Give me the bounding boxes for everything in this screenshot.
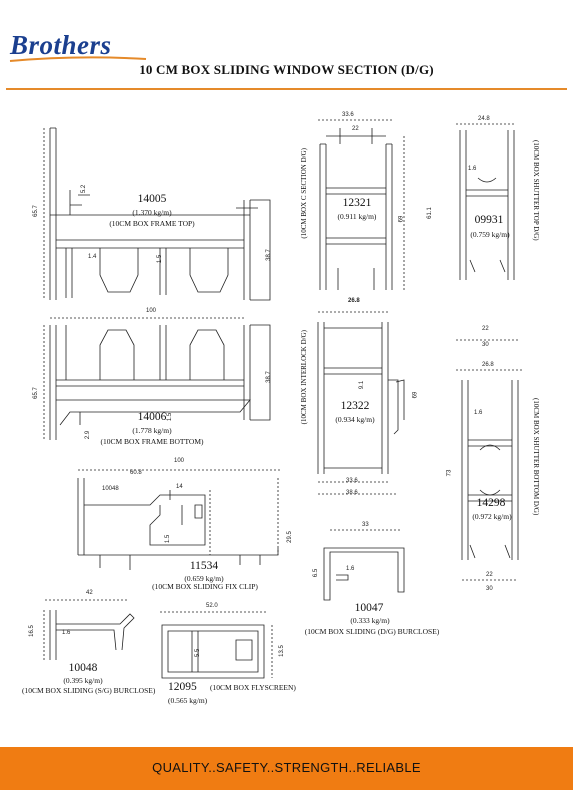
- profile-weight: (0.565 kg/m): [168, 696, 208, 705]
- dim-label: 1.6: [62, 630, 71, 636]
- brand-logo: Brothers: [10, 30, 112, 60]
- dim-label: 30: [482, 342, 489, 348]
- profile-14005-drawing: [43, 127, 271, 301]
- profile-weight: (1.370 kg/m): [132, 208, 172, 217]
- dim-label: 22: [482, 326, 489, 332]
- dim-label: 16.5: [28, 625, 35, 637]
- dim-label: 73: [446, 469, 453, 477]
- footer-banner: [0, 747, 573, 790]
- dim-label: 1.6: [468, 166, 477, 172]
- profile-name: (10CM BOX FRAME TOP): [109, 219, 195, 228]
- profile-10047-drawing: [323, 529, 405, 601]
- profile-weight: (0.972 kg/m): [472, 512, 512, 521]
- dim-label: 10048: [102, 486, 119, 492]
- dim-label: 9.1: [359, 380, 366, 390]
- dim-label: 61.1: [426, 207, 433, 219]
- profile-name: (10CM BOX SLIDING (D/G) BURCLOSE): [304, 627, 440, 636]
- dim-label: 14: [176, 484, 183, 490]
- dim-label: 1.4: [88, 254, 97, 260]
- dim-label: 33.6: [346, 478, 358, 484]
- dim-label: 13.5: [278, 645, 285, 657]
- profile-code: 12321: [342, 197, 372, 209]
- footer-tagline: QUALITY..SAFETY..STRENGTH..RELIABLE: [152, 760, 421, 775]
- page-title: 10 CM BOX SLIDING WINDOW SECTION (D/G): [139, 62, 434, 77]
- dim-label: 22: [486, 572, 493, 578]
- dim-label: 5.5: [195, 648, 202, 658]
- profile-name: (10CM BOX FRAME BOTTOM): [100, 437, 204, 446]
- dim-label: 6.5: [313, 568, 320, 578]
- dim-label: 5.2: [81, 184, 88, 194]
- profile-weight: (0.934 kg/m): [335, 415, 375, 424]
- profile-14298-drawing: [456, 369, 524, 581]
- profile-name: (10CM BOX SLIDING FIX CLIP): [152, 582, 258, 591]
- dim-label: 33.6: [342, 112, 354, 118]
- profile-code: 14005: [137, 193, 167, 205]
- logo-swoosh-icon: [9, 56, 147, 62]
- header-rule: [6, 88, 567, 90]
- profile-12321-drawing: [318, 119, 405, 290]
- profile-code: 14006: [137, 411, 167, 423]
- dim-label: 38.7: [265, 371, 272, 383]
- dim-label: 65.7: [32, 205, 39, 217]
- dim-label: 1.6: [346, 566, 355, 572]
- profile-code: 09931: [474, 214, 504, 226]
- profile-09931-drawing: [456, 123, 518, 341]
- profile-name: (10CM BOX SLIDING (S/G) BURCLOSE): [22, 686, 156, 695]
- profile-name: (10CM BOX SHUTTER TOP D/G): [532, 140, 540, 241]
- profile-code: 10048: [68, 662, 98, 674]
- dim-label: 69: [398, 215, 405, 223]
- dim-label: 22: [352, 126, 359, 132]
- dim-label: 29.5: [286, 531, 293, 543]
- profile-14006-drawing: [43, 317, 271, 440]
- profile-code: 12095: [168, 681, 197, 693]
- profile-code: 12322: [340, 400, 370, 412]
- dim-label: 42: [86, 590, 93, 596]
- profile-code: 11534: [189, 560, 219, 572]
- dim-label: 100: [174, 458, 185, 464]
- dim-label: 26.8: [482, 362, 494, 368]
- dim-label: 38.6: [346, 490, 358, 496]
- profile-weight: (0.659 kg/m): [184, 574, 224, 583]
- profile-name: (10CM BOX SHUTTER BOTTOM D/G): [532, 398, 540, 516]
- profile-weight: (0.395 kg/m): [63, 676, 103, 685]
- dim-label: 24.8: [478, 116, 490, 122]
- dim-label: 69: [412, 391, 419, 399]
- dim-label: 1.5: [157, 254, 164, 264]
- dim-label: 65.7: [32, 387, 39, 399]
- profile-weight: (0.759 kg/m): [470, 230, 510, 239]
- dim-label: 30: [486, 586, 493, 592]
- dim-label: 60.8: [130, 470, 142, 476]
- profile-name: (10CM BOX C SECTION D/G): [300, 148, 308, 239]
- profile-weight: (0.911 kg/m): [337, 212, 377, 221]
- profile-code: 10047: [354, 602, 384, 614]
- dim-label: 1.5: [165, 534, 172, 544]
- profile-weight: (1.778 kg/m): [132, 426, 172, 435]
- dim-label: 33: [362, 522, 369, 528]
- dim-label: 1.6: [474, 410, 483, 416]
- dim-label: 26.8: [348, 298, 360, 304]
- profile-weight: (0.333 kg/m): [350, 616, 390, 625]
- profile-name: (10CM BOX FLYSCREEN): [210, 683, 296, 692]
- profile-code: 14298: [476, 497, 506, 509]
- dim-label: 38.7: [265, 249, 272, 261]
- profile-12095-drawing: [160, 611, 273, 679]
- dim-label: 100: [146, 308, 157, 314]
- profile-10048-drawing: [43, 599, 135, 660]
- profile-11534-drawing: [77, 469, 282, 570]
- profile-name: (10CM BOX INTERLOCK D/G): [300, 330, 308, 425]
- profile-12322-drawing: [317, 311, 405, 495]
- dim-label: 52.0: [206, 603, 218, 609]
